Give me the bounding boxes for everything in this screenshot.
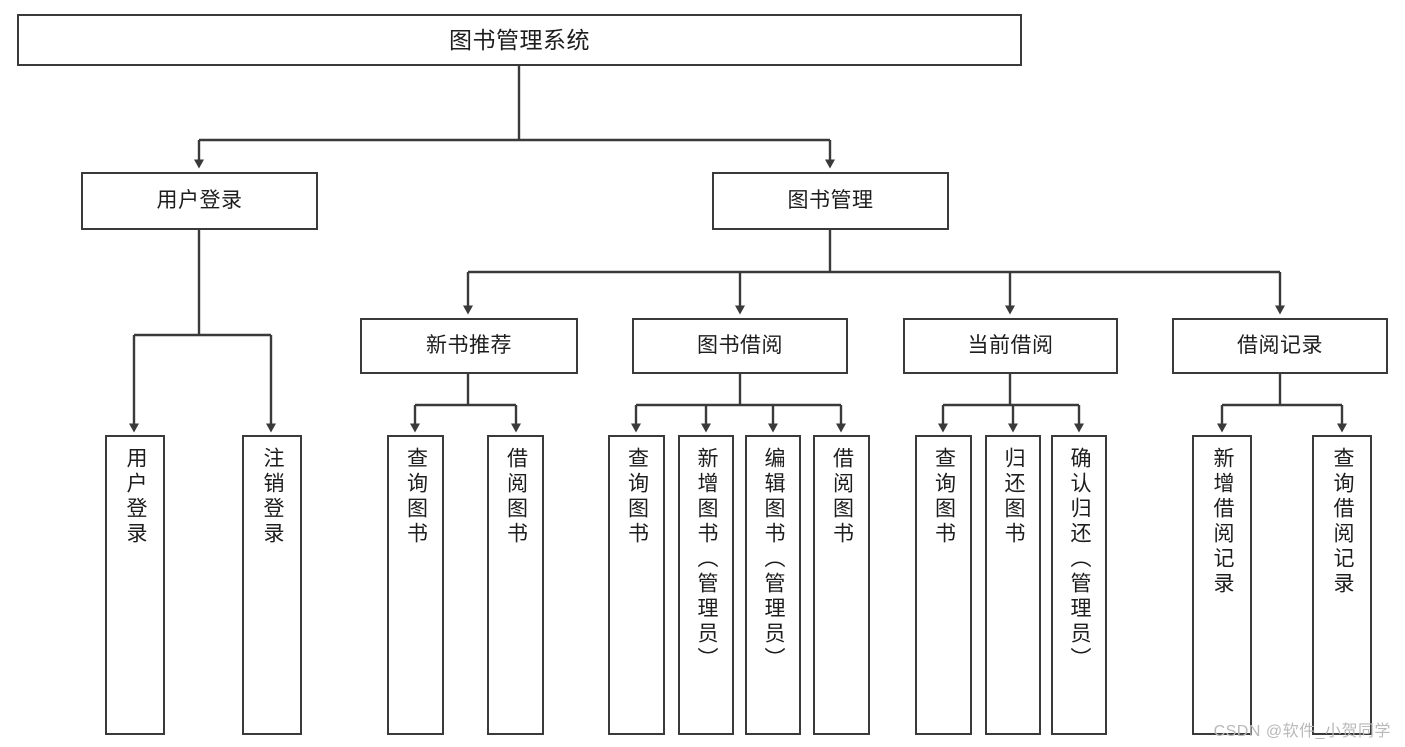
- edge-current-to-bus: [943, 374, 1079, 407]
- node-label: 借阅图书: [504, 447, 528, 547]
- node-borrow-record[interactable]: 借阅记录: [1172, 318, 1388, 374]
- edge-record-to-leaves: [1217, 405, 1347, 433]
- edge-record-to-bus: [1222, 374, 1342, 407]
- node-label: 注销登录: [261, 447, 285, 547]
- node-current-borrow[interactable]: 当前借阅: [903, 318, 1118, 374]
- node-label: 图书管理系统: [449, 26, 590, 53]
- node-label: 查询图书: [625, 447, 649, 547]
- node-label: 新增图书（管理员）: [695, 447, 719, 672]
- node-label: 当前借阅: [967, 333, 1054, 357]
- edge-book-manage-to-level3: [463, 272, 1285, 315]
- node-label: 用户登录: [156, 188, 243, 212]
- node-root-system[interactable]: 图书管理系统: [17, 14, 1022, 66]
- node-leaf-logout[interactable]: 注销登录: [242, 435, 302, 735]
- node-leaf-edit-book[interactable]: 编辑图书（管理员）: [745, 435, 801, 735]
- node-leaf-query-book-3[interactable]: 查询图书: [915, 435, 972, 735]
- edge-user-login-to-bus: [134, 230, 271, 337]
- node-label: 查询图书: [932, 447, 956, 547]
- node-label: 查询图书: [404, 447, 428, 547]
- node-leaf-add-book[interactable]: 新增图书（管理员）: [678, 435, 734, 735]
- node-label: 编辑图书（管理员）: [762, 447, 786, 672]
- node-leaf-query-book-1[interactable]: 查询图书: [387, 435, 444, 735]
- edge-recommend-to-bus: [415, 374, 516, 407]
- edge-root-to-level2: [194, 140, 835, 169]
- edge-recommend-to-leaves: [410, 405, 521, 433]
- node-label: 图书借阅: [697, 333, 783, 357]
- node-leaf-confirm-return[interactable]: 确认归还（管理员）: [1051, 435, 1107, 735]
- node-leaf-return-book[interactable]: 归还图书: [985, 435, 1041, 735]
- node-book-borrow[interactable]: 图书借阅: [632, 318, 848, 374]
- node-leaf-add-record[interactable]: 新增借阅记录: [1192, 435, 1252, 735]
- node-label: 新增借阅记录: [1211, 447, 1235, 597]
- node-leaf-borrow-book-1[interactable]: 借阅图书: [487, 435, 544, 735]
- node-user-login[interactable]: 用户登录: [81, 172, 318, 230]
- node-leaf-query-book-2[interactable]: 查询图书: [608, 435, 665, 735]
- node-leaf-user-login[interactable]: 用户登录: [105, 435, 165, 735]
- edge-book-manage-to-bus: [468, 230, 1280, 274]
- node-label: 图书管理: [787, 188, 874, 212]
- node-label: 确认归还（管理员）: [1068, 447, 1092, 672]
- node-leaf-query-record[interactable]: 查询借阅记录: [1312, 435, 1372, 735]
- node-leaf-borrow-book-2[interactable]: 借阅图书: [813, 435, 870, 735]
- edge-borrow-to-bus: [636, 374, 841, 407]
- edge-root-to-bus: [199, 66, 830, 142]
- node-label: 借阅图书: [830, 447, 854, 547]
- node-label: 查询借阅记录: [1331, 447, 1355, 597]
- node-label: 用户登录: [124, 447, 148, 547]
- edge-borrow-to-leaves: [631, 405, 846, 433]
- node-label: 借阅记录: [1237, 333, 1323, 357]
- node-new-book-recommend[interactable]: 新书推荐: [360, 318, 578, 374]
- edge-current-to-leaves: [938, 405, 1084, 433]
- node-book-manage[interactable]: 图书管理: [712, 172, 949, 230]
- node-label: 新书推荐: [426, 333, 512, 357]
- edge-user-login-to-leaves: [129, 335, 276, 433]
- node-label: 归还图书: [1002, 447, 1026, 547]
